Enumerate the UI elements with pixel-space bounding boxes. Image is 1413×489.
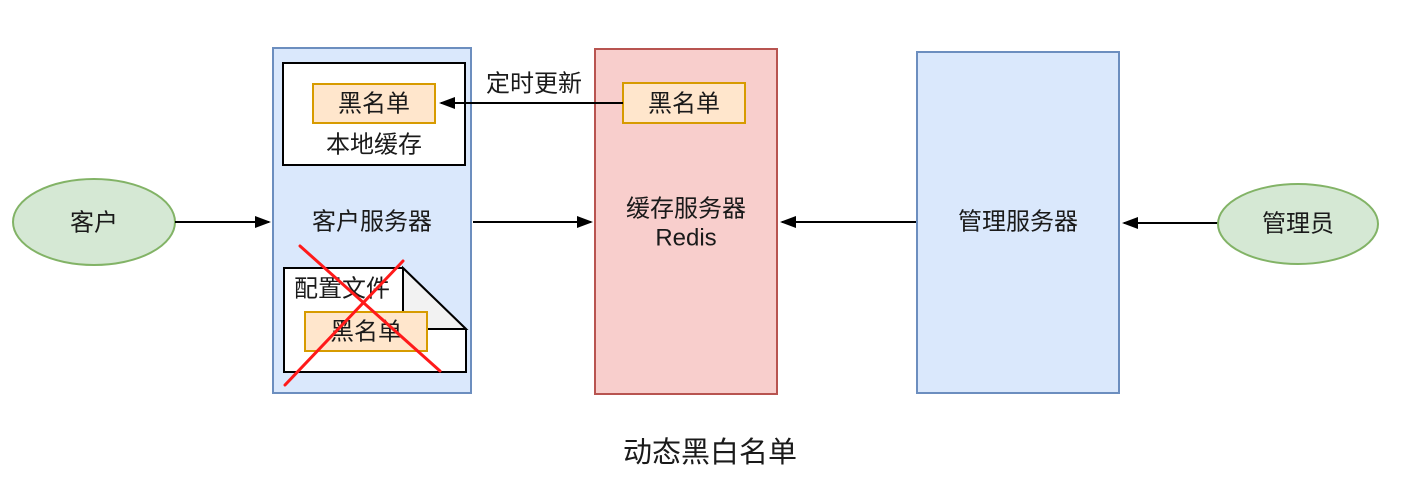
admin-server-label: 管理服务器 <box>958 209 1078 236</box>
admin-label: 管理员 <box>1262 211 1334 238</box>
admin-node <box>1217 183 1379 265</box>
cross-out-line-2 <box>283 259 405 387</box>
customer-server-label: 客户服务器 <box>312 209 432 236</box>
redis-blacklist-node <box>622 82 746 124</box>
cross-out-line-1 <box>298 244 442 373</box>
local-cache-label: 本地缓存 <box>326 132 422 159</box>
local-blacklist-node <box>312 83 436 124</box>
customer-label: 客户 <box>70 210 118 237</box>
config-file-label: 配置文件 <box>294 276 390 303</box>
redis-blacklist-label: 黑名单 <box>648 91 720 118</box>
config-blacklist-label: 黑名单 <box>330 319 402 346</box>
cache-server-label-line2: Redis <box>655 225 716 252</box>
diagram-caption: 动态黑白名单 <box>623 436 797 469</box>
admin-server-node <box>916 51 1120 394</box>
scheduled-update-label: 定时更新 <box>486 71 582 98</box>
local-blacklist-label: 黑名单 <box>338 91 410 118</box>
cache-server-label-line1: 缓存服务器 <box>626 196 746 223</box>
